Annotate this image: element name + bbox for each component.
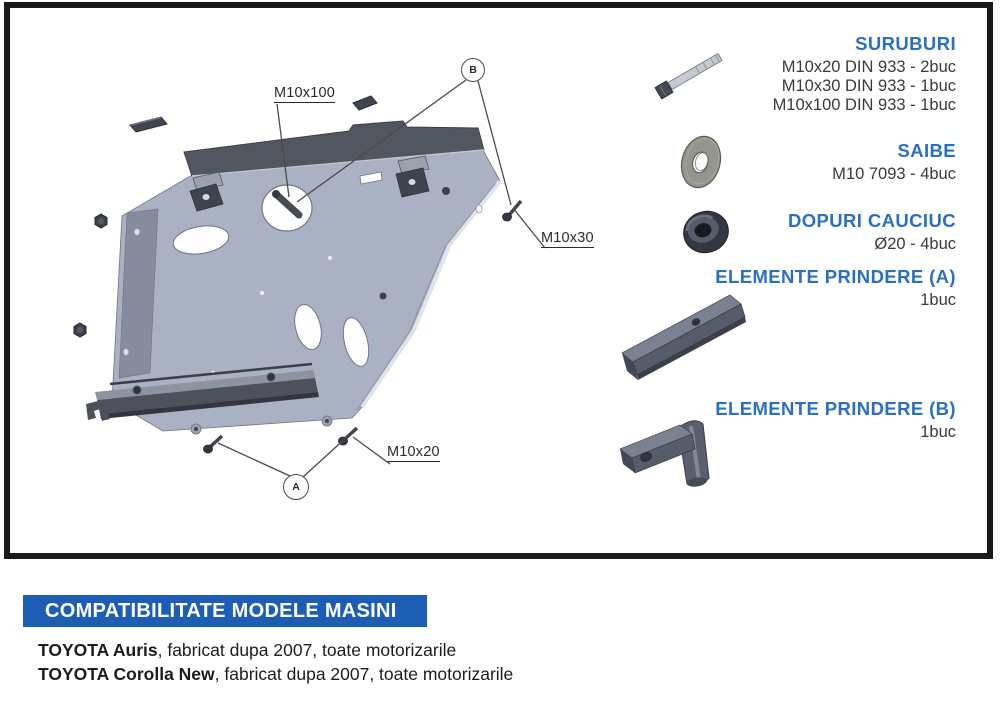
model-details: , fabricat dupa 2007, toate motorizarile [157,640,457,660]
callout-m10x20: M10x20 [387,444,440,462]
bracket-hook-b-icon [619,420,710,487]
parts-line: Ø20 - 4buc [874,235,956,253]
plate-bottom-bar [86,362,319,421]
hex-nut-icon [73,213,108,338]
plate-bracket-tab [189,171,224,212]
parts-line: 1buc [920,423,956,441]
parts-line: M10x100 DIN 933 - 1buc [772,96,956,114]
rubber-plug-icon [683,210,729,254]
leader-lines [217,79,546,478]
parts-line: 1buc [920,291,956,309]
model-details: , fabricat dupa 2007, toate motorizarile [214,664,514,684]
plate-left-flange [118,208,159,379]
bracket-bar-a-icon [621,294,746,380]
parts-line: M10x30 DIN 933 - 1buc [781,77,956,95]
compatibility-model-line: TOYOTA Auris, fabricat dupa 2007, toate … [38,639,456,661]
plate-bolt-ear [190,415,333,435]
balloon-a: A [283,474,309,500]
model-name: TOYOTA Auris [38,640,158,660]
parts-title: DOPURI CAUCIUC [788,210,956,231]
model-name: TOYOTA Corolla New [38,664,215,684]
parts-group-saibe: SAIBE M10 7093 - 4buc [832,140,956,184]
compatibility-model-line: TOYOTA Corolla New, fabricat dupa 2007, … [38,663,513,685]
parts-group-elemente-b: ELEMENTE PRINDERE (B) 1buc [715,398,956,442]
parts-title: ELEMENTE PRINDERE (B) [715,398,956,419]
washer-icon [680,135,722,189]
compatibility-header-banner: COMPATIBILITATE MODELE MASINI [23,595,427,627]
skid-plate-drawing [73,79,546,478]
m10x30-bolt [502,199,523,222]
plate-big-hole [261,184,313,232]
parts-title: SURUBURI [855,33,956,54]
parts-title: ELEMENTE PRINDERE (A) [715,266,956,287]
callout-m10x30: M10x30 [541,230,594,248]
parts-group-suruburi: SURUBURI M10x20 DIN 933 - 2buc M10x30 DI… [773,33,956,115]
plate-bracket-tab [395,155,430,198]
rubber-strip-icon [129,95,378,133]
parts-line: M10x20 DIN 933 - 2buc [781,58,956,76]
parts-title: SAIBE [897,140,956,161]
callout-m10x100: M10x100 [274,85,336,103]
parts-group-dopuri: DOPURI CAUCIUC Ø20 - 4buc [788,210,956,254]
parts-line: M10 7093 - 4buc [832,165,956,183]
balloon-b: B [461,58,485,82]
parts-group-elemente-a: ELEMENTE PRINDERE (A) 1buc [715,266,956,310]
hex-bolt-icon [654,52,723,100]
